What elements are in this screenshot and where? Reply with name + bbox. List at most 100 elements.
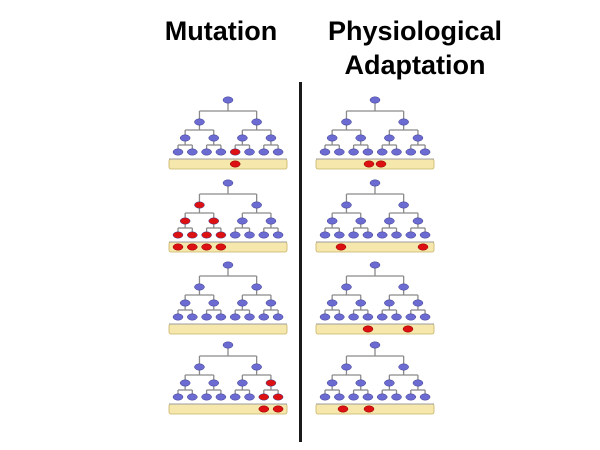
dish-affected-cell xyxy=(258,405,270,413)
cell xyxy=(369,96,381,104)
cell xyxy=(251,363,262,371)
cell xyxy=(376,393,388,401)
cell xyxy=(391,393,402,401)
cell xyxy=(405,231,417,239)
dish-affected-cell xyxy=(363,160,375,168)
cell xyxy=(172,148,184,156)
cell xyxy=(362,393,374,401)
cell xyxy=(412,134,424,142)
cell xyxy=(376,313,388,321)
cell xyxy=(405,148,417,156)
culture-base xyxy=(315,323,435,335)
culture-base xyxy=(315,403,435,415)
cell xyxy=(419,393,431,401)
cell xyxy=(251,201,262,209)
affected-cell xyxy=(187,231,198,239)
culture-base xyxy=(168,323,288,335)
cell xyxy=(341,363,352,371)
cell xyxy=(341,283,352,291)
cell xyxy=(229,231,241,239)
affected-cell xyxy=(229,148,241,156)
cell xyxy=(355,299,366,307)
cell xyxy=(179,379,191,387)
cell xyxy=(194,363,205,371)
cell xyxy=(412,217,424,225)
cell xyxy=(222,179,234,187)
cell xyxy=(334,148,345,156)
cell xyxy=(398,201,409,209)
dish-affected-cell xyxy=(215,243,227,251)
cell xyxy=(341,201,352,209)
cell xyxy=(244,231,255,239)
cell xyxy=(208,379,219,387)
cell xyxy=(251,118,262,126)
cell xyxy=(194,118,205,126)
cell xyxy=(405,393,417,401)
dish-affected-cell xyxy=(362,325,374,333)
cell xyxy=(187,148,198,156)
dish-affected-cell xyxy=(272,405,284,413)
dish-affected-cell xyxy=(187,243,198,251)
cell xyxy=(369,261,381,269)
cell xyxy=(412,299,424,307)
affected-cell xyxy=(208,217,219,225)
cell xyxy=(384,299,395,307)
dish-affected-cell xyxy=(417,243,429,251)
cell xyxy=(237,299,248,307)
cell xyxy=(376,148,388,156)
cell xyxy=(229,313,241,321)
cell xyxy=(272,231,284,239)
cell xyxy=(222,261,234,269)
cell xyxy=(362,313,374,321)
cell xyxy=(419,148,431,156)
cell xyxy=(265,299,277,307)
cell xyxy=(326,134,338,142)
culture-base xyxy=(168,403,288,415)
cell xyxy=(355,134,366,142)
cell xyxy=(412,379,424,387)
cell xyxy=(362,231,374,239)
cell xyxy=(208,299,219,307)
cell xyxy=(369,341,381,349)
cell xyxy=(244,313,255,321)
cell xyxy=(391,231,402,239)
cell xyxy=(398,283,409,291)
cell xyxy=(348,231,359,239)
affected-cell xyxy=(179,217,191,225)
dish-affected-cell xyxy=(172,243,184,251)
affected-cell xyxy=(258,393,270,401)
cell xyxy=(187,393,198,401)
cell xyxy=(334,313,345,321)
cell xyxy=(179,134,191,142)
cell xyxy=(355,217,366,225)
dish-affected-cell xyxy=(229,160,241,168)
cell xyxy=(326,217,338,225)
dish-affected-cell xyxy=(402,325,414,333)
cell xyxy=(251,283,262,291)
cell xyxy=(376,231,388,239)
cell xyxy=(355,379,366,387)
dish-affected-cell xyxy=(363,405,375,413)
cell xyxy=(369,179,381,187)
cell xyxy=(334,393,345,401)
cell xyxy=(334,231,345,239)
cell xyxy=(391,148,402,156)
cell xyxy=(362,148,374,156)
cell xyxy=(244,148,255,156)
cell xyxy=(398,118,409,126)
cell xyxy=(348,148,359,156)
cell xyxy=(272,313,284,321)
mutation-heading: Mutation xyxy=(164,16,278,46)
affected-cell xyxy=(272,393,284,401)
cell xyxy=(222,96,234,104)
cell xyxy=(398,363,409,371)
culture-base xyxy=(168,158,288,170)
cell xyxy=(265,217,277,225)
cell xyxy=(265,134,277,142)
cell xyxy=(341,118,352,126)
cell xyxy=(384,379,395,387)
column-divider xyxy=(299,82,302,442)
cell xyxy=(419,231,431,239)
cell xyxy=(258,148,270,156)
